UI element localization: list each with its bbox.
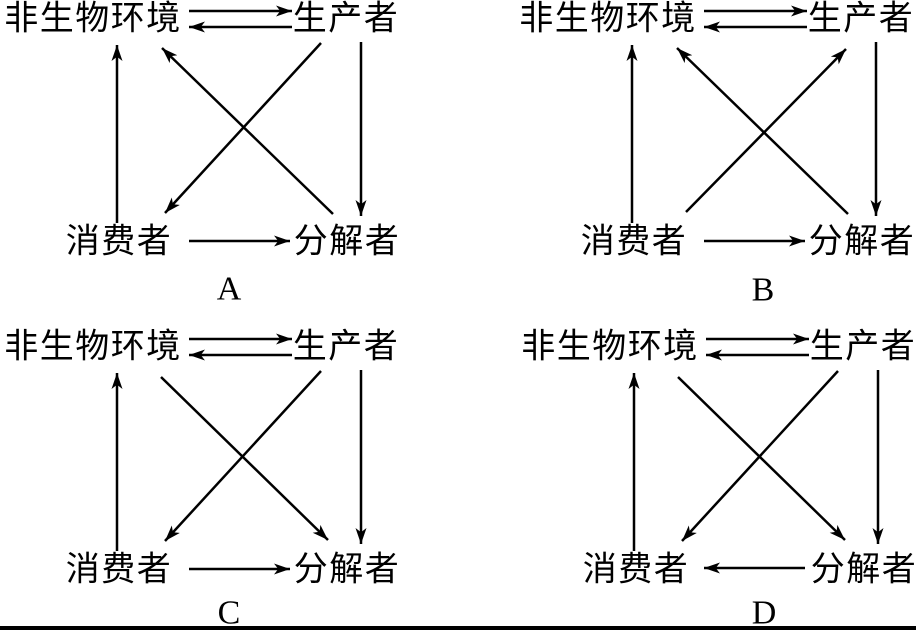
edge-decomposer-to-env-arrow	[161, 47, 334, 215]
bottom-border	[0, 626, 916, 630]
panel-option-label: B	[752, 272, 775, 309]
node-producer-label: 生产者	[293, 328, 400, 366]
node-producer-label: 生产者	[808, 0, 915, 38]
node-env-label: 非生物环境	[4, 328, 182, 366]
node-env-label: 非生物环境	[519, 0, 697, 38]
node-decomposer-label: 分解者	[294, 551, 401, 589]
node-producer-label: 生产者	[810, 328, 916, 366]
edge-producer-to-consumer-arrow	[164, 370, 322, 542]
node-env-label: 非生物环境	[4, 0, 182, 38]
edge-producer-to-consumer-arrow	[681, 370, 839, 542]
node-consumer-label: 消费者	[581, 223, 688, 261]
node-decomposer-label: 分解者	[294, 223, 401, 261]
edge-producer-to-consumer-arrow	[164, 42, 322, 214]
node-consumer-label: 消费者	[583, 551, 690, 589]
edge-consumer-to-producer-arrow	[685, 48, 847, 213]
node-env-label: 非生物环境	[521, 328, 699, 366]
node-consumer-label: 消费者	[66, 223, 173, 261]
edge-env-to-decomposer-arrow	[160, 376, 329, 541]
panel-option-label: C	[218, 595, 241, 630]
edge-decomposer-to-env-arrow	[676, 47, 849, 215]
node-decomposer-label: 分解者	[811, 551, 916, 589]
node-consumer-label: 消费者	[66, 551, 173, 589]
node-producer-label: 生产者	[293, 0, 400, 38]
panel-option-label: D	[752, 595, 777, 630]
panel-option-label: A	[217, 271, 242, 308]
node-decomposer-label: 分解者	[809, 223, 916, 261]
edge-env-to-decomposer-arrow	[677, 376, 846, 541]
